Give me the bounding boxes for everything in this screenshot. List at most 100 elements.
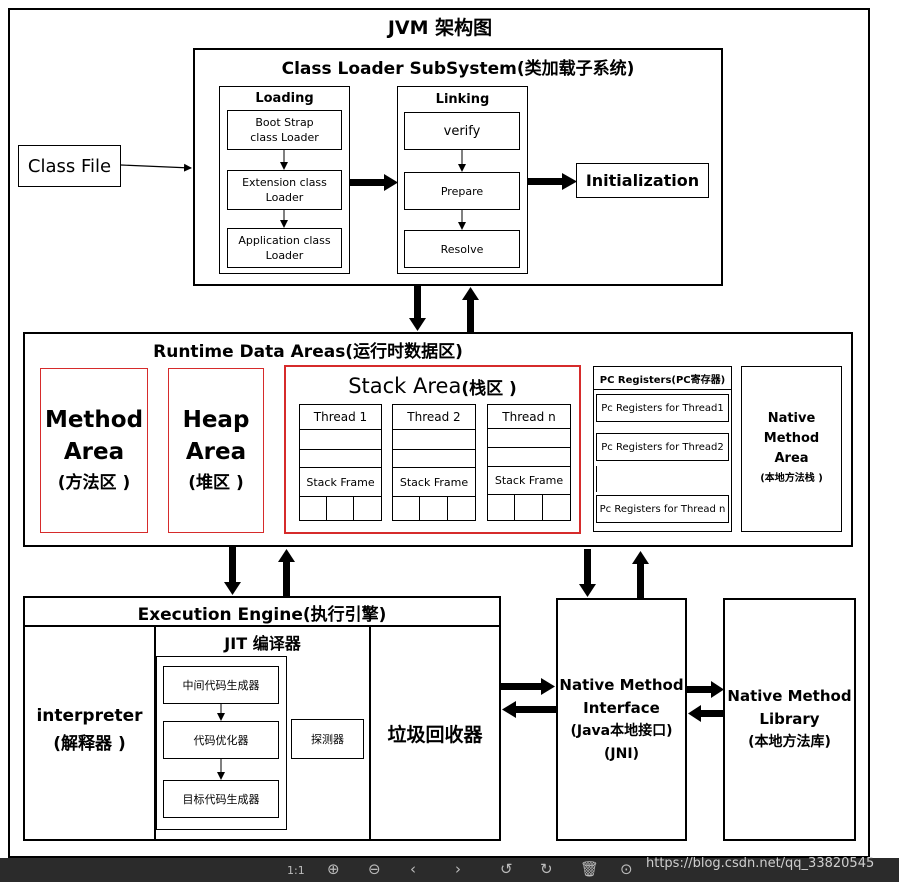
thread-2-label: Thread 2 <box>407 410 461 424</box>
class-file-box: Class File <box>18 145 121 187</box>
pc-register-thread2-label: Pc Registers for Thread2 <box>601 441 724 453</box>
thread-2-frame: Stack Frame <box>392 467 476 497</box>
prev-icon[interactable]: ‹ <box>410 860 416 878</box>
heap-area: Heap Area (堆区 ) <box>168 368 264 533</box>
thread-n-frame-label: Stack Frame <box>494 474 564 487</box>
rotate-left-icon[interactable]: ↺ <box>500 860 513 878</box>
native-area-line3: Area <box>774 451 809 466</box>
profiler-box: 探测器 <box>291 719 364 759</box>
jni-runtime-up-head <box>632 551 649 564</box>
jit-intermediate-codegen-label: 中间代码生成器 <box>182 679 260 692</box>
heap-area-line2: Area <box>185 438 247 465</box>
extension-loader-line1: Extension class <box>242 176 327 189</box>
exec-runtime-up <box>283 560 290 596</box>
pc-registers-title-label: PC Registers(PC寄存器) <box>599 374 726 386</box>
thread-1-frame-label: Stack Frame <box>306 475 375 489</box>
interpreter: interpreter (解释器 ) <box>25 690 154 770</box>
exec-jni-right <box>501 683 543 690</box>
watermark: https://blog.csdn.net/qq_33820545 <box>646 856 875 871</box>
rotate-right-icon[interactable]: ↻ <box>540 860 553 878</box>
prepare-step: Prepare <box>404 172 520 210</box>
application-loader-line1: Application class <box>238 234 331 247</box>
jni-runtime-up <box>637 562 644 598</box>
more-icon[interactable]: ⊙ <box>620 860 633 878</box>
application-loader: Application class Loader <box>227 228 342 268</box>
thread-2-frame-slot <box>419 496 448 521</box>
pc-register-thread1: Pc Registers for Thread1 <box>596 394 729 422</box>
loader-runtime-down-head <box>409 318 426 331</box>
delete-icon[interactable]: 🗑 <box>580 860 600 878</box>
thread-n-frame-slot <box>487 494 515 521</box>
exec-jni-right-head <box>541 678 555 695</box>
verify-step: verify <box>404 112 520 150</box>
thread-1-frame-slot <box>353 496 382 521</box>
runtime-jni-down <box>584 549 591 585</box>
thread-1-frame: Stack Frame <box>299 467 382 497</box>
runtime-exec-down <box>229 547 236 584</box>
thread-1-label: Thread 1 <box>313 410 368 424</box>
native-method-area: Native Method Area (本地方法栈 ) <box>741 366 842 532</box>
application-loader-line2: Loader <box>265 249 304 262</box>
next-icon[interactable]: › <box>455 860 461 878</box>
thread-1-header: Thread 1 <box>299 404 382 430</box>
native-method-interface: Native Method Interface (Java本地接口) (JNI) <box>556 598 687 841</box>
pc-register-threadn-label: Pc Registers for Thread n <box>599 503 726 515</box>
native-method-library: Native Method Library (本地方法库) <box>723 598 856 841</box>
stack-area-title: Stack Area (栈区 ) <box>284 371 581 401</box>
extension-loader-line2: Loader <box>265 191 304 204</box>
native-lib-line3: (本地方法库) <box>748 734 831 750</box>
bootstrap-loader-line2: class Loader <box>250 131 319 144</box>
interpreter-line2: (解释器 ) <box>53 734 126 754</box>
extension-loader: Extension class Loader <box>227 170 342 210</box>
diagram-title: JVM 架构图 <box>387 16 493 39</box>
initialization-box: Initialization <box>576 163 709 198</box>
interpreter-line1: interpreter <box>36 706 143 726</box>
jni-line3: (Java本地接口) <box>570 722 673 739</box>
jni-exec-left-head <box>502 701 516 718</box>
loading-linking-arrowhead <box>384 174 398 191</box>
pc-register-threadn: Pc Registers for Thread n <box>596 495 729 523</box>
jit-divider <box>369 626 371 841</box>
thread-n-header: Thread n <box>487 404 571 429</box>
pc-registers-separator <box>596 466 729 492</box>
thread-n-frame-slot <box>542 494 571 521</box>
stack-area-title-main: Stack Area <box>348 374 462 398</box>
interpreter-divider <box>154 626 156 841</box>
jit-optimizer-label: 代码优化器 <box>193 734 249 747</box>
verify-label: verify <box>443 123 481 139</box>
zoom-in-icon[interactable]: ⊕ <box>327 860 340 878</box>
runtime-exec-down-head <box>224 582 241 595</box>
execution-title: Execution Engine(执行引擎) <box>137 604 387 625</box>
thread-2-frame-slot <box>447 496 476 521</box>
class-loader-title: Class Loader SubSystem(类加载子系统) <box>281 58 635 79</box>
pc-register-thread2: Pc Registers for Thread2 <box>596 433 729 461</box>
stack-area-title-cn: (栈区 ) <box>461 378 517 399</box>
bootstrap-loader: Boot Strap class Loader <box>227 110 342 150</box>
jni-line4: (JNI) <box>604 745 639 762</box>
runtime-loader-up-head <box>462 287 479 300</box>
jit-intermediate-codegen: 中间代码生成器 <box>163 666 279 704</box>
method-area-line1: Method <box>44 406 144 433</box>
native-lib-line1: Native Method <box>727 687 852 705</box>
thread-2-header: Thread 2 <box>392 404 476 430</box>
loader-runtime-down <box>414 286 421 321</box>
jit-target-codegen-label: 目标代码生成器 <box>182 793 260 806</box>
linking-init-arrow <box>528 178 564 185</box>
native-lib-line2: Library <box>759 710 820 728</box>
jni-line1: Native Method <box>559 675 684 694</box>
prepare-label: Prepare <box>440 184 484 198</box>
bootstrap-loader-line1: Boot Strap <box>255 116 314 129</box>
lib-jni-left-head <box>688 705 701 722</box>
jni-lib-right <box>687 686 713 693</box>
jni-exec-left <box>514 706 556 713</box>
thread-2-frame-label: Stack Frame <box>399 475 469 489</box>
class-file-label: Class File <box>27 155 112 177</box>
jni-line2: Interface <box>583 698 660 717</box>
resolve-label: Resolve <box>440 242 484 256</box>
loading-label: Loading <box>255 90 314 106</box>
heap-area-line3: (堆区 ) <box>188 472 244 493</box>
fit-icon[interactable]: 1:1 <box>287 864 305 877</box>
zoom-out-icon[interactable]: ⊖ <box>368 860 381 878</box>
native-area-line4: (本地方法栈 ) <box>760 473 823 484</box>
resolve-step: Resolve <box>404 230 520 268</box>
